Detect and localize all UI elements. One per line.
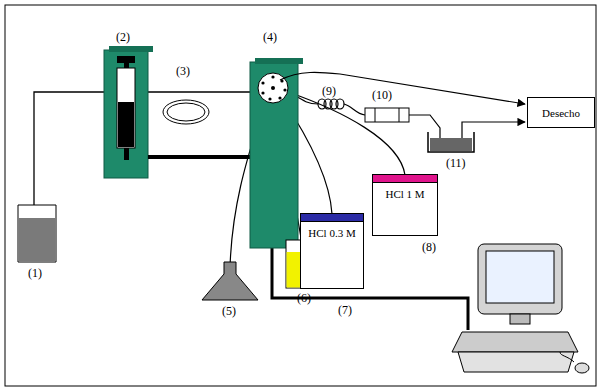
bottle-outline: [300, 213, 364, 289]
computer: [452, 244, 589, 373]
waste-tube: [280, 72, 525, 104]
callout-number: (4): [263, 30, 277, 45]
control-cable: [148, 155, 250, 159]
node-text: HCl 1 M: [372, 188, 438, 200]
callout-number: (7): [338, 303, 352, 318]
callout-number: (5): [222, 304, 236, 319]
waste-tube: [462, 122, 525, 138]
callout-number: (8): [422, 240, 436, 255]
syringe-pump: [104, 46, 153, 178]
callout-number: (11): [446, 156, 466, 171]
frame: [5, 5, 596, 386]
callout-number: (9): [322, 84, 336, 99]
holding-coil: [163, 100, 209, 124]
waste-box: Desecho: [527, 97, 595, 128]
callout-number: (10): [372, 88, 392, 103]
acid-bottle: HCl 0.3 M: [300, 213, 364, 289]
bottle-outline: [372, 174, 438, 236]
node-text: Desecho: [527, 107, 595, 119]
callout-number: (6): [297, 291, 311, 306]
selection-valve: [250, 58, 303, 248]
callout-number: (1): [28, 266, 42, 281]
node-text: HCl 0.3 M: [300, 227, 364, 239]
acid-bottle: HCl 1 M: [372, 174, 438, 236]
detector-cell: [428, 132, 474, 152]
callout-number: (2): [116, 30, 130, 45]
callout-number: (3): [176, 64, 190, 79]
reaction-coil: [318, 99, 365, 115]
sample-beaker: [18, 205, 56, 262]
waste-flask: [202, 262, 258, 300]
